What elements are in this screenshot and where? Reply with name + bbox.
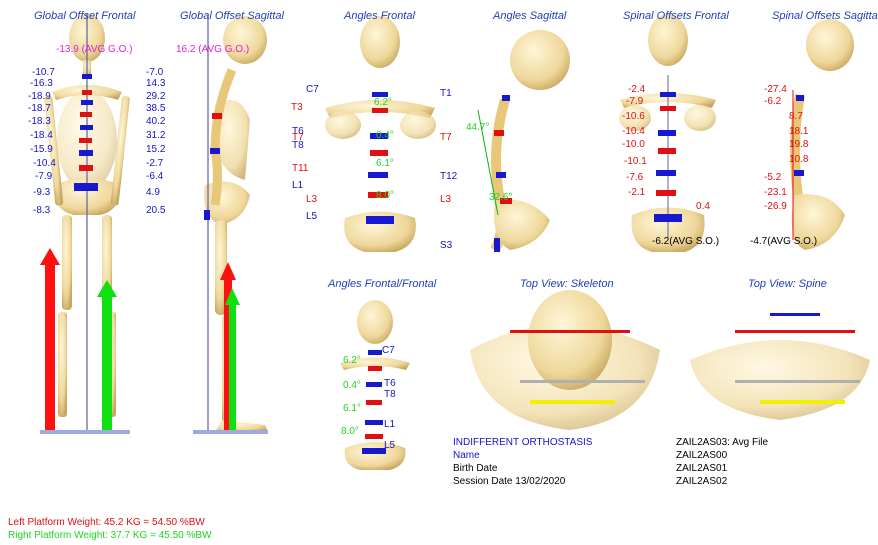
gos-value: 31.2 xyxy=(146,130,165,141)
gos-value: 40.2 xyxy=(146,116,165,127)
vertebra-label-l5: L5 xyxy=(384,440,395,451)
angle-value: 8.0° xyxy=(341,426,359,437)
gos-value: 20.5 xyxy=(146,205,165,216)
vertebra-label-t11: T11 xyxy=(292,163,309,174)
gof-value: -10.4 xyxy=(33,158,56,169)
gof-value: -16.3 xyxy=(30,78,53,89)
gos-value: 15.2 xyxy=(146,144,165,155)
file-name: ZAIL2AS02 xyxy=(676,475,727,488)
gof-value: -9.3 xyxy=(33,187,50,198)
angle-value: 6.1° xyxy=(343,403,361,414)
right-platform-weight: Right Platform Weight: 37.7 KG = 45.50 %… xyxy=(8,529,212,542)
angle-value: 32.6° xyxy=(489,192,512,203)
avg-global-offset-sagittal: 16.2 (AVG G.O.) xyxy=(176,44,249,55)
panel-title-angles-frontal: Angles Frontal xyxy=(344,10,415,22)
gos-value: -6.4 xyxy=(146,171,163,182)
file-name: ZAIL2AS00 xyxy=(676,449,727,462)
avg-spinal-offset-frontal: -6.2(AVG S.O.) xyxy=(652,236,719,247)
vertebra-label-t7: T7 xyxy=(440,132,452,143)
vertebra-label-t8: T8 xyxy=(384,389,396,400)
gos-value: 14.3 xyxy=(146,78,165,89)
vertebra-label-l5: L5 xyxy=(306,211,317,222)
file-name: ZAIL2AS01 xyxy=(676,462,727,475)
sof-value: -10.6 xyxy=(622,111,645,122)
birth-date-label: Birth Date xyxy=(453,462,497,475)
gos-value: 4.9 xyxy=(146,187,160,198)
panel-title-angles-frontal-frontal: Angles Frontal/Frontal xyxy=(328,278,436,290)
vertebra-label-c7: C7 xyxy=(306,84,319,95)
panel-title-spinal-offsets-frontal: Spinal Offsets Frontal xyxy=(623,10,729,22)
vertebra-label-c7: C7 xyxy=(382,345,395,356)
panel-title-angles-sagittal: Angles Sagittal xyxy=(493,10,566,22)
angle-value: 6.1° xyxy=(376,158,394,169)
panel-title-global-offset-sagittal: Global Offset Sagittal xyxy=(180,10,284,22)
gof-value: -7.9 xyxy=(35,171,52,182)
top-view-skeleton-figure xyxy=(470,290,660,430)
angle-value: 44.7° xyxy=(466,122,489,133)
sos-value: 8.7 xyxy=(789,111,803,122)
vertebra-label-t3: T3 xyxy=(291,102,303,113)
sof-value: -2.1 xyxy=(628,187,645,198)
vertebra-label-l3: L3 xyxy=(440,194,451,205)
gof-value: -18.4 xyxy=(30,130,53,141)
sos-value: -26.9 xyxy=(764,201,787,212)
angle-value: 6.2° xyxy=(343,355,361,366)
vertebra-label-t12: T12 xyxy=(440,171,457,182)
global-offset-sagittal-skeleton xyxy=(193,14,268,434)
panel-title-spinal-offsets-sagittal: Spinal Offsets Sagittal xyxy=(772,10,878,22)
vertebra-label-l1: L1 xyxy=(384,419,395,430)
top-view-spine-figure xyxy=(690,313,870,420)
gof-value: -18.9 xyxy=(28,91,51,102)
sof-value: -10.0 xyxy=(622,139,645,150)
sof-value: -10.4 xyxy=(622,126,645,137)
sos-value: 10.8 xyxy=(789,154,808,165)
avg-spinal-offset-sagittal: -4.7(AVG S.O.) xyxy=(750,236,817,247)
sos-value: -5.2 xyxy=(764,172,781,183)
vertebra-label-l1: L1 xyxy=(292,180,303,191)
gof-value: -18.3 xyxy=(28,116,51,127)
sof-value: -7.9 xyxy=(626,96,643,107)
left-platform-weight: Left Platform Weight: 45.2 KG = 54.50 %B… xyxy=(8,516,205,529)
vertebra-label-t1: T1 xyxy=(440,88,452,99)
sos-value: 18.1 xyxy=(789,126,808,137)
sof-value: -2.4 xyxy=(628,84,645,95)
gos-value: 29.2 xyxy=(146,91,165,102)
sof-value: 0.4 xyxy=(696,201,710,212)
gos-value: -7.0 xyxy=(146,67,163,78)
file-name: ZAIL2AS03: Avg File xyxy=(676,436,768,449)
gof-value: -18.7 xyxy=(28,103,51,114)
vertebra-label-t6: T6 xyxy=(384,378,396,389)
sos-value: -23.1 xyxy=(764,187,787,198)
panel-title-top-view-spine: Top View: Spine xyxy=(748,278,827,290)
panel-title-global-offset-frontal: Global Offset Frontal xyxy=(34,10,136,22)
sos-value: -6.2 xyxy=(764,96,781,107)
gof-value: -15.9 xyxy=(30,144,53,155)
gof-value: -8.3 xyxy=(33,205,50,216)
sof-value: -7.6 xyxy=(626,172,643,183)
vertebra-label-l3: L3 xyxy=(306,194,317,205)
posture-heading: INDIFFERENT ORTHOSTASIS xyxy=(453,436,592,449)
angle-value: 8.0° xyxy=(376,190,394,201)
vertebra-label-s3: S3 xyxy=(440,240,452,251)
session-date: Session Date 13/02/2020 xyxy=(453,475,565,488)
sos-value: 19.8 xyxy=(789,139,808,150)
sof-value: -10.1 xyxy=(624,156,647,167)
angle-value: 6.2° xyxy=(374,97,392,108)
panel-title-top-view-skeleton: Top View: Skeleton xyxy=(520,278,614,290)
angles-sagittal-figure xyxy=(478,30,570,252)
sos-value: -27.4 xyxy=(764,84,787,95)
angle-value: 0.4° xyxy=(343,380,361,391)
gof-value: -10.7 xyxy=(32,67,55,78)
angle-value: 0.4° xyxy=(376,130,394,141)
gos-value: 38.5 xyxy=(146,103,165,114)
vertebra-label-t8: T8 xyxy=(292,140,304,151)
name-label: Name xyxy=(453,449,480,462)
gos-value: -2.7 xyxy=(146,158,163,169)
avg-global-offset-frontal: -13.9 (AVG G.O.) xyxy=(56,44,133,55)
